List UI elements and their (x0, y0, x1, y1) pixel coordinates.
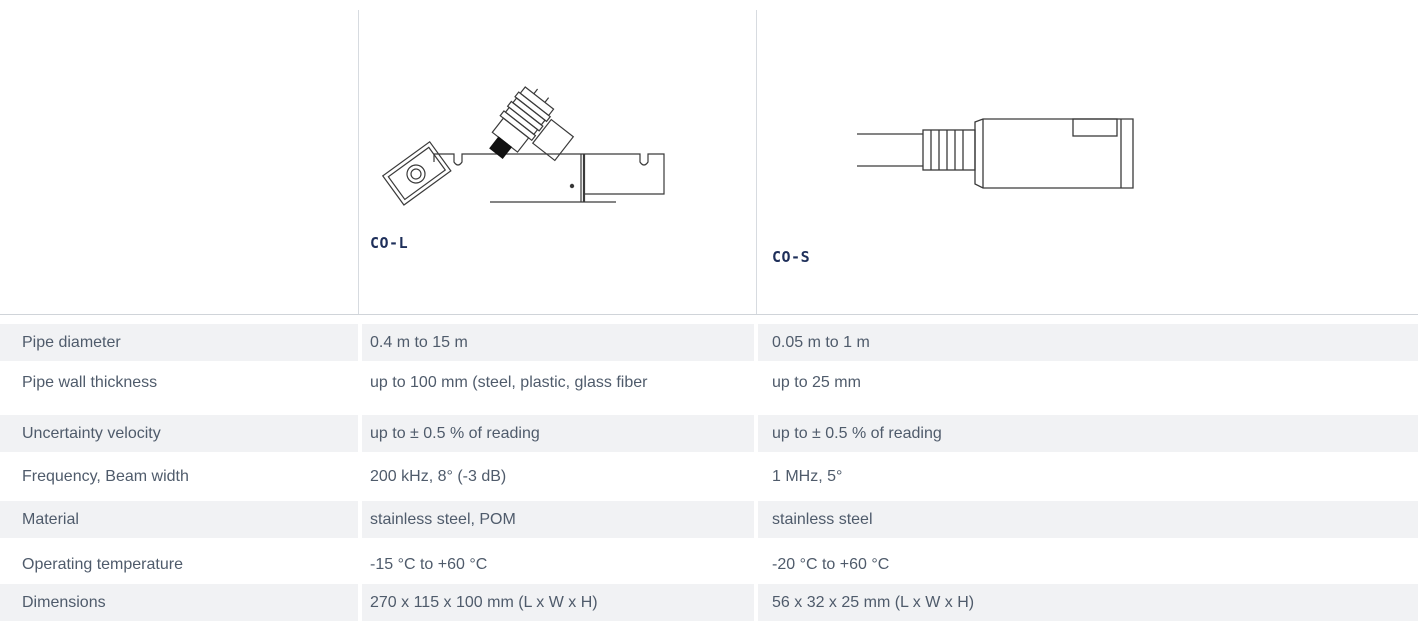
spec-value-co-s: -20 °C to +60 °C (772, 556, 890, 573)
spec-value-co-l: stainless steel, POM (370, 511, 516, 528)
spec-value-co-s: stainless steel (772, 511, 873, 528)
spec-label: Uncertainty velocity (22, 425, 161, 442)
header-divider-left (358, 10, 359, 314)
spec-row-uncertainty-velocity: Uncertainty velocity up to ± 0.5 % of re… (0, 415, 1418, 452)
product-name-co-s: CO-S (772, 248, 811, 266)
spec-value-co-s: 56 x 32 x 25 mm (L x W x H) (772, 594, 975, 611)
spec-value-co-l: 270 x 115 x 100 mm (L x W x H) (370, 594, 598, 611)
spec-value-co-l: 200 kHz, 8° (-3 dB) (370, 468, 507, 485)
spec-row-dimensions: Dimensions 270 x 115 x 100 mm (L x W x H… (0, 584, 1418, 621)
spec-value-co-l: -15 °C to +60 °C (370, 556, 488, 573)
spec-value-co-l: 0.4 m to 15 m (370, 334, 468, 351)
spec-row-operating-temperature: Operating temperature -15 °C to +60 °C -… (0, 546, 1418, 583)
product-name-co-l: CO-L (370, 234, 409, 252)
spec-label: Pipe diameter (22, 334, 121, 351)
spec-row-material: Material stainless steel, POM stainless … (0, 501, 1418, 538)
spec-row-pipe-wall-thickness: Pipe wall thickness up to 100 mm (steel,… (0, 364, 1418, 401)
header-divider-right (756, 10, 757, 314)
spec-label: Dimensions (22, 594, 106, 611)
co-s-sensor-image (857, 118, 1134, 189)
header-separator (0, 314, 1418, 315)
spec-row-pipe-diameter: Pipe diameter 0.4 m to 15 m 0.05 m to 1 … (0, 324, 1418, 361)
co-l-sensor-image (381, 86, 665, 206)
spec-value-co-s: 0.05 m to 1 m (772, 334, 870, 351)
spec-label: Frequency, Beam width (22, 468, 189, 485)
spec-value-co-l: up to 100 mm (steel, plastic, glass fibe… (370, 374, 648, 391)
spec-value-co-l: up to ± 0.5 % of reading (370, 425, 540, 442)
spec-label: Material (22, 511, 79, 528)
spec-row-frequency-beam-width: Frequency, Beam width 200 kHz, 8° (-3 dB… (0, 458, 1418, 495)
spec-value-co-s: 1 MHz, 5° (772, 468, 843, 485)
spec-label: Operating temperature (22, 556, 183, 573)
spec-label: Pipe wall thickness (22, 374, 158, 391)
spec-value-co-s: up to ± 0.5 % of reading (772, 425, 942, 442)
spec-value-co-s: up to 25 mm (772, 374, 861, 391)
